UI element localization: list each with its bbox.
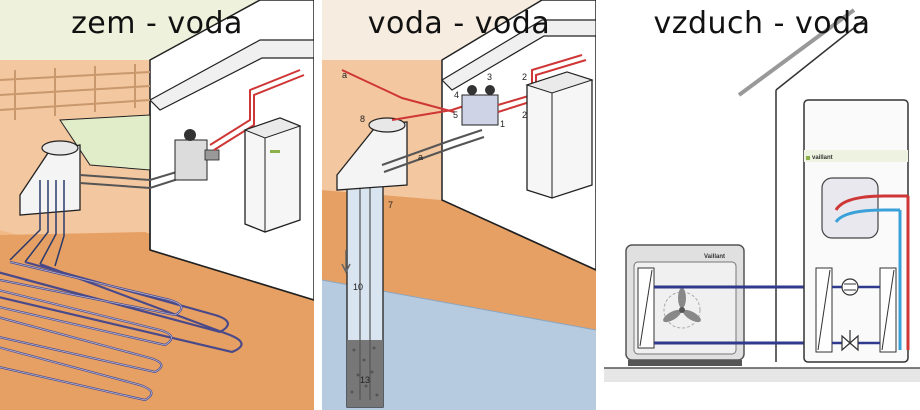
panel-title-air-water: vzduch - voda xyxy=(653,6,871,41)
label-3: 3 xyxy=(487,72,492,82)
label-4: 4 xyxy=(454,90,459,100)
label-8: 8 xyxy=(360,114,365,124)
label-1: 1 xyxy=(500,119,505,129)
panel-water-water: a a 8 7 10 13 1 2 2 3 4 5 voda - voda xyxy=(322,0,596,410)
panel-divider xyxy=(314,0,322,410)
panel-air-water: Vaillant vaillant xyxy=(604,0,920,410)
expansion-valve-icon xyxy=(841,330,859,352)
label-2-bottom: 2 xyxy=(522,110,527,120)
label-13: 13 xyxy=(360,375,370,385)
label-2-top: 2 xyxy=(522,72,527,82)
label-5: 5 xyxy=(453,110,458,120)
fan-icon xyxy=(663,288,701,323)
water-water-illustration: a a 8 7 10 13 1 2 2 3 4 5 xyxy=(322,0,596,410)
panel-ground-water: zem - voda xyxy=(0,0,314,410)
outdoor-unit-brand: Vaillant xyxy=(704,254,725,260)
compressor-icon xyxy=(841,278,859,296)
label-7: 7 xyxy=(388,200,393,210)
label-10: 10 xyxy=(353,282,363,292)
panel-divider xyxy=(596,0,604,410)
air-water-illustration: Vaillant vaillant xyxy=(604,0,920,410)
label-a-bottom: a xyxy=(418,152,423,162)
panel-title-water-water: voda - voda xyxy=(367,6,551,41)
label-a-top: a xyxy=(342,70,347,80)
ground-water-illustration xyxy=(0,0,314,410)
panel-title-ground-water: zem - voda xyxy=(71,6,243,41)
indoor-unit-brand: vaillant xyxy=(812,155,833,161)
